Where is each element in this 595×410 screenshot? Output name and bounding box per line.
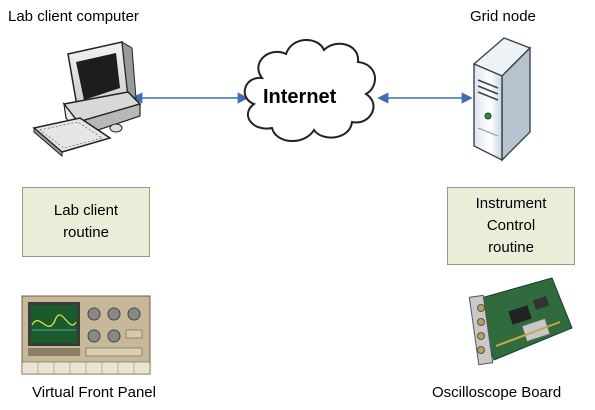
lab-client-routine-box: Lab client routine: [22, 187, 150, 257]
lab-client-routine-line-1: Lab client: [53, 202, 119, 219]
instrument-control-routine-box: Instrument Control routine: [447, 187, 575, 265]
oscilloscope-front-panel-image: [21, 295, 151, 375]
cloud-icon: [243, 39, 376, 142]
oscilloscope-board-label: Oscilloscope Board: [432, 384, 562, 401]
instrument-control-routine-line-3: routine: [488, 239, 534, 256]
instrument-control-routine-line-2: Control: [486, 217, 536, 234]
internet-label: Internet: [263, 86, 337, 108]
oscilloscope-board-image: [468, 277, 573, 366]
grid-node-label: Grid node: [470, 8, 536, 25]
server-tower-icon: [472, 37, 532, 162]
instrument-control-routine-line-1: Instrument: [475, 195, 547, 212]
lab-client-computer-label: Lab client computer: [8, 8, 139, 25]
lab-client-routine-line-2: routine: [63, 224, 109, 241]
desktop-computer-icon: [32, 41, 142, 158]
virtual-front-panel-label: Virtual Front Panel: [32, 384, 156, 401]
